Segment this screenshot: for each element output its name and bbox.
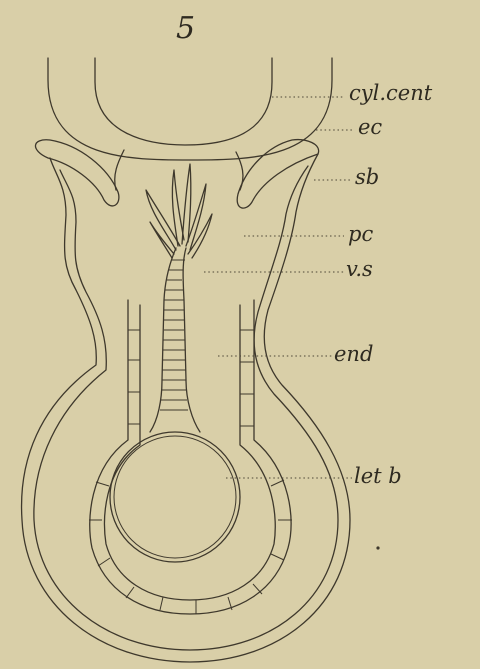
label-ec: ec (358, 115, 382, 139)
label-vs: v.s (346, 257, 373, 281)
body-outer-contour (22, 154, 350, 662)
large-cell (110, 432, 240, 562)
label-end: end (334, 342, 373, 366)
label-let-b: let b (354, 464, 402, 488)
endoderm-outer-wall (90, 300, 291, 614)
stalk-right (183, 248, 200, 432)
central-cylinder-inner (95, 58, 272, 145)
label-sb: sb (355, 165, 379, 189)
bud-tip-right (236, 152, 243, 190)
label-pc: pc (348, 222, 373, 246)
speck (376, 546, 379, 549)
body-inner-contour (34, 166, 338, 650)
figure-number: 5 (176, 11, 195, 46)
large-cell-inner (114, 436, 236, 558)
apical-fronds (146, 164, 212, 258)
lateral-bud-left (35, 140, 118, 206)
lateral-bud-right (237, 140, 318, 208)
label-cyl-cent: cyl.cent (349, 81, 433, 105)
